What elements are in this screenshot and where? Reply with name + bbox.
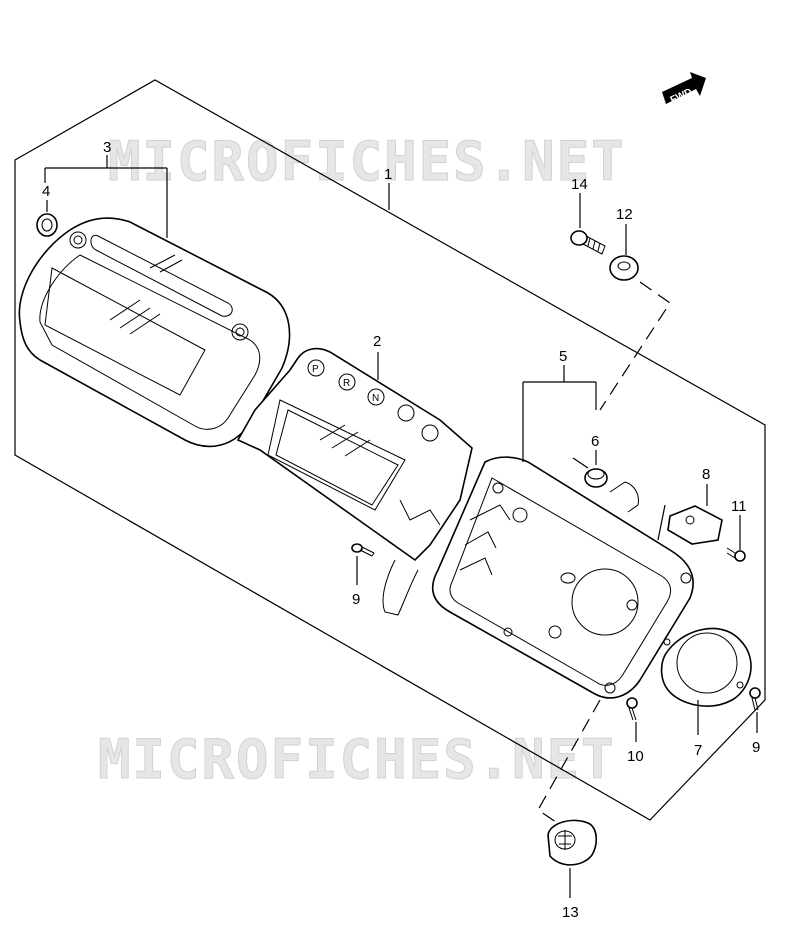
callout-9-left: 9 xyxy=(352,591,360,608)
assembly-outline xyxy=(14,79,766,821)
gear-indicator-n: N xyxy=(372,393,379,404)
callout-5: 5 xyxy=(559,348,567,365)
grommet-6 xyxy=(584,468,608,488)
meter-panel: P R N xyxy=(236,347,473,616)
callout-10: 10 xyxy=(627,748,644,765)
ring-gasket xyxy=(660,627,752,707)
callout-13: 13 xyxy=(562,904,579,921)
callout-7: 7 xyxy=(694,742,702,759)
meter-case xyxy=(431,456,694,699)
callout-4: 4 xyxy=(42,183,50,200)
callout-6: 6 xyxy=(591,433,599,450)
callout-8: 8 xyxy=(702,466,710,483)
fwd-arrow-icon: FWD xyxy=(662,72,706,106)
callout-12: 12 xyxy=(616,206,633,223)
washer-12 xyxy=(609,255,639,281)
callout-2: 2 xyxy=(373,333,381,350)
callout-9-right: 9 xyxy=(752,739,760,756)
watermark-bottom: MICROFICHES.NET xyxy=(98,728,616,791)
gear-indicator-p: P xyxy=(312,364,319,375)
watermark-top: MICROFICHES.NET xyxy=(108,130,626,193)
screw-11 xyxy=(726,547,746,562)
meter-cover xyxy=(18,217,291,448)
leader-lines xyxy=(44,155,758,898)
callout-11: 11 xyxy=(731,498,747,515)
callout-14: 14 xyxy=(571,176,588,193)
gear-indicator-r: R xyxy=(343,378,350,389)
bracket xyxy=(667,505,723,545)
grommet-small xyxy=(36,213,58,237)
screw-9-left xyxy=(351,543,375,557)
rubber-mount xyxy=(547,819,598,866)
screw-9-right xyxy=(749,687,761,711)
callout-1: 1 xyxy=(384,166,392,183)
screw-10 xyxy=(626,697,638,721)
callout-3: 3 xyxy=(103,139,111,156)
bolt-14 xyxy=(570,230,606,255)
